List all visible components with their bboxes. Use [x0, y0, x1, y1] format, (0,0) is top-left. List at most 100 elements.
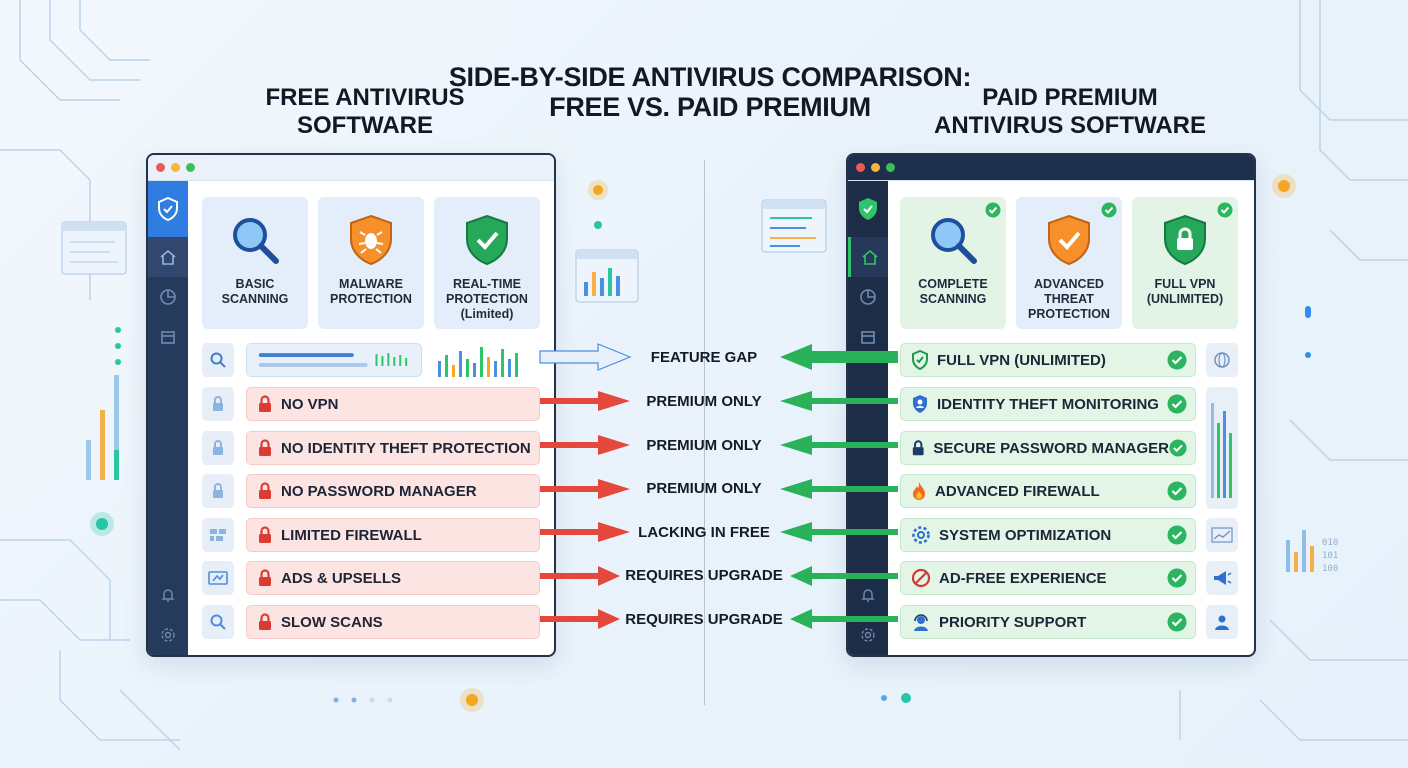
limitation-row: NO PASSWORD MANAGER	[246, 474, 540, 508]
limitation-row: NO IDENTITY THEFT PROTECTION	[246, 431, 540, 465]
shield-icon	[912, 350, 928, 370]
feature-card-advanced-threat-protection[interactable]: ADVANCED THREAT PROTECTION	[1016, 197, 1122, 329]
maximize-window-button[interactable]	[886, 163, 895, 172]
limitation-row: NO VPN	[246, 387, 540, 421]
firewall-icon	[202, 518, 234, 552]
sidebar-notifications-button[interactable]	[148, 575, 188, 615]
svg-text:010: 010	[1322, 538, 1338, 548]
center-label-requires-upgrade: REQUIRES UPGRADE	[625, 567, 783, 584]
premium-feature-row: SYSTEM OPTIMIZATION	[900, 518, 1196, 552]
limitation-label: NO IDENTITY THEFT PROTECTION	[281, 439, 531, 457]
usage-bar-chart-icon	[1206, 387, 1238, 509]
feature-card-basic-scanning[interactable]: BASIC SCANNING	[202, 197, 308, 329]
paid-content: COMPLETE SCANNING ADVANCED THREAT PROTEC…	[888, 181, 1254, 655]
gear-icon	[861, 628, 875, 642]
limitation-label: NO PASSWORD MANAGER	[281, 482, 477, 500]
red-lock-icon	[259, 569, 271, 586]
feature-card-full-vpn[interactable]: FULL VPN (UNLIMITED)	[1132, 197, 1238, 329]
bell-icon	[861, 589, 875, 602]
card-label: MALWARE PROTECTION	[330, 277, 412, 306]
search-icon	[202, 605, 234, 639]
sidebar-reports-button[interactable]	[848, 277, 888, 317]
premium-feature-row: SECURE PASSWORD MANAGER	[900, 431, 1196, 465]
check-circle-icon	[1167, 568, 1187, 588]
paid-title-line-2: ANTIVIRUS SOFTWARE	[933, 112, 1206, 139]
close-window-button[interactable]	[856, 163, 865, 172]
free-feature-cards: BASIC SCANNING MALWARE PROTECTION REAL-T…	[202, 197, 540, 329]
limitation-label: NO VPN	[281, 395, 339, 413]
magnifier-icon	[233, 218, 279, 264]
vpn-globe-icon	[1206, 343, 1238, 377]
page-title: SIDE-BY-SIDE ANTIVIRUS COMPARISON: FREE …	[420, 62, 1000, 122]
window-titlebar	[848, 155, 1254, 181]
feature-card-complete-scanning[interactable]: COMPLETE SCANNING	[900, 197, 1006, 329]
minimize-window-button[interactable]	[171, 163, 180, 172]
pie-chart-icon	[160, 289, 176, 305]
magnifier-icon	[931, 218, 977, 264]
center-label-premium-only: PREMIUM ONLY	[646, 437, 762, 454]
center-label-feature-gap: FEATURE GAP	[650, 349, 758, 366]
sidebar-notifications-button[interactable]	[848, 575, 888, 615]
sidebar-reports-button[interactable]	[148, 277, 188, 317]
pie-chart-icon	[860, 289, 876, 305]
close-window-button[interactable]	[156, 163, 165, 172]
shield-logo-icon	[848, 181, 888, 237]
lock-shield-icon	[1164, 214, 1206, 266]
center-label-premium-only: PREMIUM ONLY	[646, 393, 762, 410]
check-circle-icon	[1217, 202, 1233, 218]
lock-icon	[202, 387, 234, 421]
limitation-row: SLOW SCANS	[246, 605, 540, 639]
paid-section-title: PAID PREMIUM ANTIVIRUS SOFTWARE	[920, 84, 1220, 140]
megaphone-icon	[1206, 561, 1238, 595]
svg-text:101: 101	[1322, 551, 1338, 561]
sidebar-settings-button[interactable]	[148, 615, 188, 655]
limitation-label: ADS & UPSELLS	[281, 569, 402, 587]
card-label: BASIC SCANNING	[221, 277, 289, 306]
scan-progress-bar	[246, 343, 422, 377]
check-circle-icon	[1167, 481, 1187, 501]
sidebar-home-button[interactable]	[148, 237, 188, 277]
home-icon	[861, 249, 878, 265]
sidebar-home-button[interactable]	[848, 237, 888, 277]
free-sidebar	[148, 181, 188, 655]
free-title-line-2: SOFTWARE	[297, 112, 433, 139]
ad-icon	[202, 561, 234, 595]
check-shield-icon	[466, 214, 508, 266]
sidebar-firewall-button[interactable]	[848, 317, 888, 357]
window-titlebar	[148, 155, 554, 181]
sidebar-settings-button[interactable]	[848, 615, 888, 655]
center-divider	[704, 160, 705, 705]
free-content: BASIC SCANNING MALWARE PROTECTION REAL-T…	[188, 181, 554, 655]
check-circle-icon	[1169, 439, 1187, 457]
activity-chart-icon	[438, 347, 518, 377]
premium-feature-row: FULL VPN (UNLIMITED)	[900, 343, 1196, 377]
no-ads-icon	[911, 568, 931, 588]
red-lock-icon	[259, 482, 271, 499]
maximize-window-button[interactable]	[186, 163, 195, 172]
flame-icon	[913, 482, 925, 500]
bug-shield-icon	[350, 214, 392, 266]
premium-feature-row: PRIORITY SUPPORT	[900, 605, 1196, 639]
gear-icon	[912, 526, 930, 544]
paid-sidebar	[848, 181, 888, 655]
search-icon[interactable]	[202, 343, 234, 377]
red-lock-icon	[259, 439, 271, 456]
check-circle-icon	[1167, 394, 1187, 414]
bell-icon	[161, 589, 175, 602]
check-circle-icon	[1167, 612, 1187, 632]
limitation-label: LIMITED FIREWALL	[281, 526, 422, 544]
support-icon	[914, 614, 928, 631]
feature-card-malware-protection[interactable]: MALWARE PROTECTION	[318, 197, 424, 329]
user-icon	[1206, 605, 1238, 639]
check-circle-icon	[985, 202, 1001, 218]
check-circle-icon	[1101, 202, 1117, 218]
free-section-title: FREE ANTIVIRUS SOFTWARE	[240, 84, 490, 140]
lock-icon	[202, 431, 234, 465]
free-antivirus-window: BASIC SCANNING MALWARE PROTECTION REAL-T…	[146, 153, 556, 657]
paid-feature-cards: COMPLETE SCANNING ADVANCED THREAT PROTEC…	[900, 197, 1238, 329]
trend-chart-icon	[1206, 518, 1238, 552]
premium-feature-row: AD-FREE EXPERIENCE	[900, 561, 1196, 595]
feature-card-real-time-protection[interactable]: REAL-TIME PROTECTION (Limited)	[434, 197, 540, 329]
sidebar-firewall-button[interactable]	[148, 317, 188, 357]
minimize-window-button[interactable]	[871, 163, 880, 172]
